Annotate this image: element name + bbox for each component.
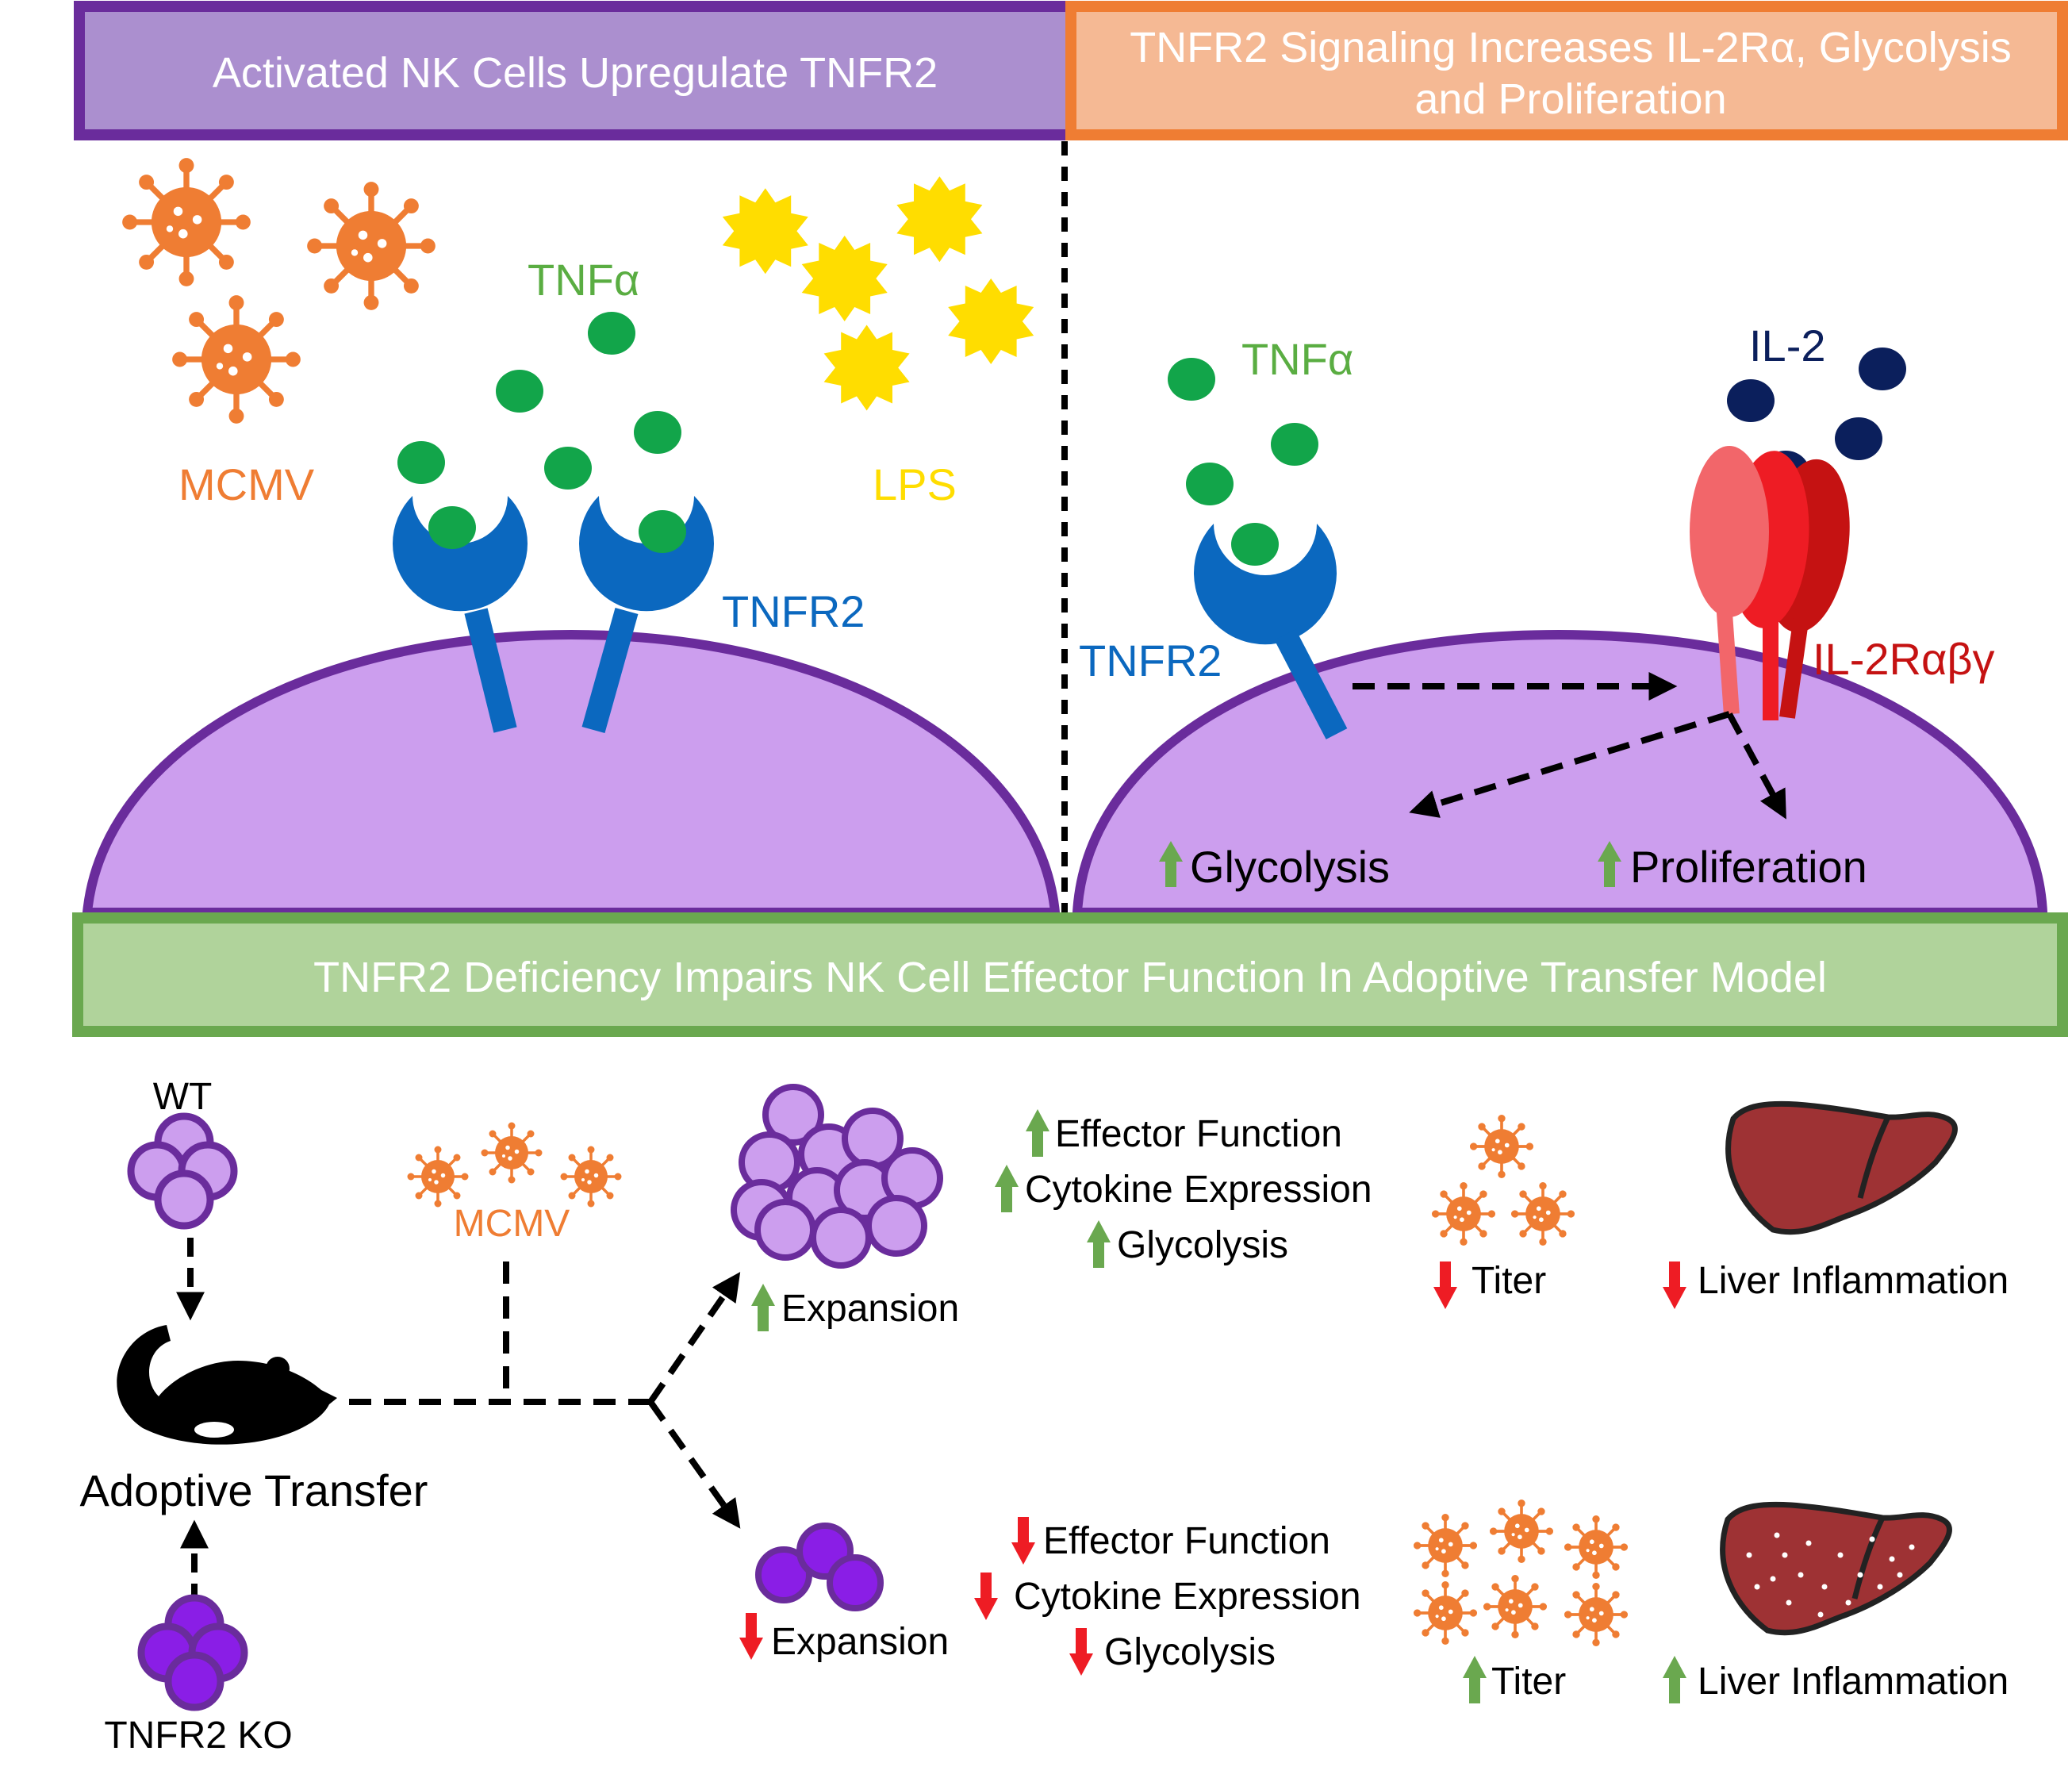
- up-arrow-icon: [1663, 1656, 1686, 1703]
- ko-titer-label: Titer: [1491, 1661, 1566, 1703]
- infection-paths: [349, 1261, 650, 1405]
- glycolysis-label: Glycolysis: [1190, 842, 1390, 892]
- up-arrow-icon: [1026, 1109, 1049, 1157]
- ko-label: TNFR2 KO: [104, 1715, 292, 1757]
- tnfa-molecules: [1168, 358, 1318, 505]
- down-arrow-icon: [1433, 1261, 1457, 1309]
- up-arrow-icon: [751, 1284, 775, 1331]
- il2r-label: IL-2Rαβγ: [1813, 634, 1995, 684]
- virus-icon: [122, 158, 251, 286]
- virus-icon: [1563, 1514, 1629, 1580]
- up-arrow-icon: [1087, 1220, 1111, 1268]
- liver-icon: [1729, 1104, 1955, 1231]
- adoptive-transfer-label: Adoptive Transfer: [80, 1465, 428, 1515]
- proliferation-arrow: [1726, 712, 1786, 820]
- virus-icon: [1468, 1113, 1535, 1180]
- virus-icon: [1412, 1512, 1479, 1579]
- tnfr2-receptor: [1193, 523, 1348, 739]
- liver-icon: [1723, 1504, 1950, 1632]
- wt-outcome-arrow: [647, 1272, 741, 1404]
- down-arrow-icon: [1663, 1261, 1686, 1309]
- virus-icon: [479, 1120, 544, 1185]
- ko-cytokine-label: Cytokine Expression: [1014, 1576, 1361, 1618]
- virus-icon: [558, 1144, 624, 1209]
- tnfr2-label: TNFR2: [722, 586, 865, 636]
- wt-nk-cells: [131, 1116, 234, 1226]
- tnfr2-receptor: [579, 496, 714, 734]
- tnfr2-receptor: [392, 496, 528, 733]
- virus-icon: [1488, 1498, 1555, 1565]
- left-header-box: [74, 1, 1076, 140]
- virus-icon: [307, 182, 436, 310]
- up-arrow-icon: [1598, 841, 1621, 887]
- proliferation-label: Proliferation: [1630, 842, 1867, 892]
- down-arrow-icon: [974, 1573, 998, 1620]
- down-arrow-icon: [1011, 1517, 1035, 1565]
- down-arrow-icon: [739, 1613, 763, 1660]
- wt-cytokine-label: Cytokine Expression: [1025, 1169, 1372, 1211]
- lps-label: LPS: [873, 459, 957, 509]
- left-header-title: Activated NK Cells Upregulate TNFR2: [213, 49, 938, 97]
- tnfa-label: TNFα: [1241, 334, 1353, 384]
- ko-glycolysis-label: Glycolysis: [1104, 1631, 1276, 1673]
- virus-icon: [1563, 1581, 1629, 1648]
- ko-outcome-arrow: [647, 1400, 741, 1529]
- tnfa-molecules: [397, 312, 681, 490]
- expanded-nk-cells: [731, 1084, 943, 1269]
- virus-icon: [172, 295, 301, 424]
- virus-icon: [405, 1144, 470, 1209]
- glycolysis-arrow: [1409, 711, 1731, 818]
- ko-expansion-label: Expansion: [771, 1621, 949, 1663]
- tnfa-label: TNFα: [528, 255, 639, 305]
- up-arrow-icon: [1463, 1656, 1487, 1703]
- nk-cell-left: [82, 629, 1061, 917]
- mcmv-label: MCMV: [178, 459, 315, 509]
- right-header-title-line2: and Proliferation: [1414, 75, 1726, 123]
- mcmv-label: MCMV: [454, 1203, 570, 1245]
- virus-icon: [1510, 1181, 1576, 1247]
- ko-liver-label: Liver Inflammation: [1698, 1661, 2009, 1703]
- virus-icon: [1412, 1580, 1479, 1646]
- down-arrow-icon: [1069, 1628, 1093, 1676]
- bottom-header-box: [72, 912, 2068, 1037]
- il2-receptor-complex: [1690, 446, 1850, 720]
- mouse-icon: [117, 1325, 337, 1445]
- up-arrow-icon: [995, 1165, 1019, 1212]
- virus-icon: [1482, 1573, 1548, 1640]
- wt-titer-label: Titer: [1472, 1260, 1546, 1302]
- ko-effector-label: Effector Function: [1043, 1520, 1330, 1562]
- tnfr2-label: TNFR2: [1079, 636, 1222, 685]
- ko-expansion-cells: [755, 1523, 884, 1611]
- wt-glycolysis-label: Glycolysis: [1117, 1224, 1288, 1266]
- wt-effector-label: Effector Function: [1055, 1113, 1342, 1155]
- right-header-box: [1065, 1, 2068, 140]
- il2-label: IL-2: [1749, 321, 1826, 371]
- up-arrow-icon: [1159, 841, 1183, 887]
- virus-icon: [1430, 1181, 1497, 1247]
- lps-molecules: [722, 176, 1034, 411]
- wt-liver-label: Liver Inflammation: [1698, 1260, 2009, 1302]
- ko-nk-cells: [141, 1598, 244, 1707]
- wt-label: WT: [153, 1076, 213, 1118]
- right-header-title-line1: TNFR2 Signaling Increases IL-2Rα, Glycol…: [1130, 24, 2012, 71]
- wt-expansion-label: Expansion: [781, 1288, 959, 1330]
- bottom-header-title: TNFR2 Deficiency Impairs NK Cell Effecto…: [313, 954, 1827, 1001]
